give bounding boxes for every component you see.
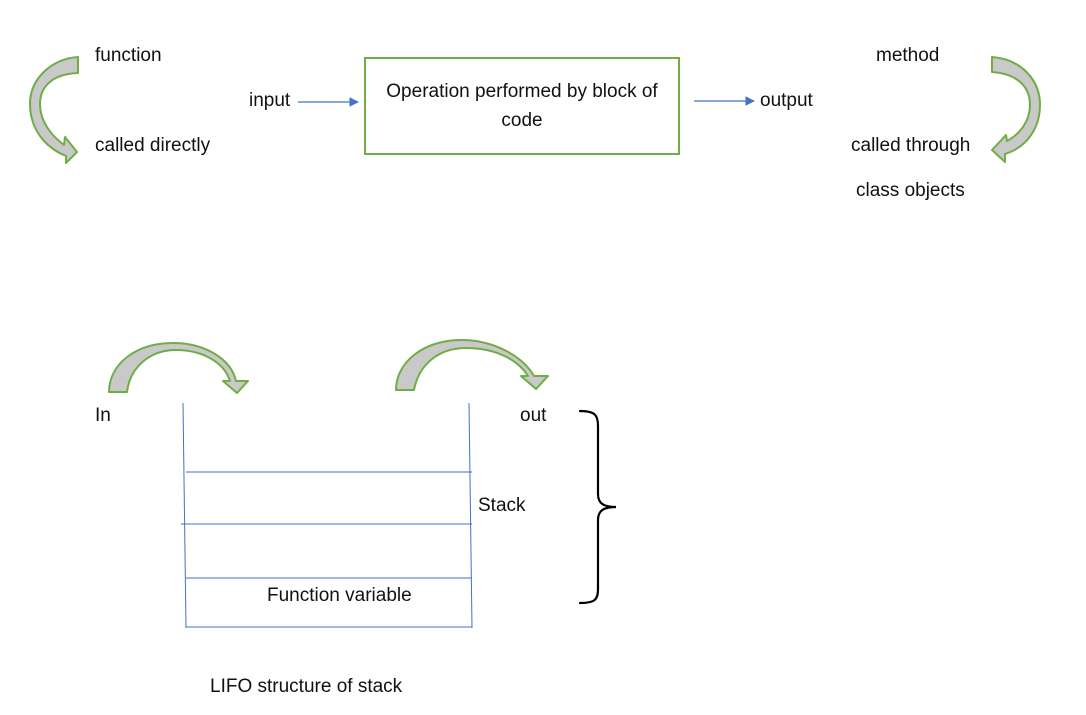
stack-container [181, 402, 473, 629]
stack-brace [578, 409, 617, 605]
output-label: output [760, 90, 813, 111]
method-description-line2: class objects [856, 180, 965, 201]
input-label: input [249, 90, 291, 111]
method-title: method [876, 45, 940, 66]
stack-in-arrow-icon [108, 342, 249, 394]
function-curved-arrow-icon [29, 56, 79, 164]
stack-label: Stack [478, 495, 526, 516]
method-curved-arrow-icon [991, 56, 1041, 163]
function-title: function [95, 45, 162, 66]
stack-in-label: In [95, 405, 111, 426]
stack-caption: LIFO structure of stack [210, 676, 403, 697]
stack-out-label: out [520, 405, 547, 426]
function-description: called directly [95, 135, 211, 156]
stack-bottom-slot-label: Function variable [267, 585, 412, 606]
operation-box: Operation performed by block of code [364, 57, 680, 155]
method-description-line1: called through [851, 135, 971, 156]
operation-text: Operation performed by block of code [386, 81, 658, 131]
stack-out-arrow-icon [395, 339, 549, 391]
